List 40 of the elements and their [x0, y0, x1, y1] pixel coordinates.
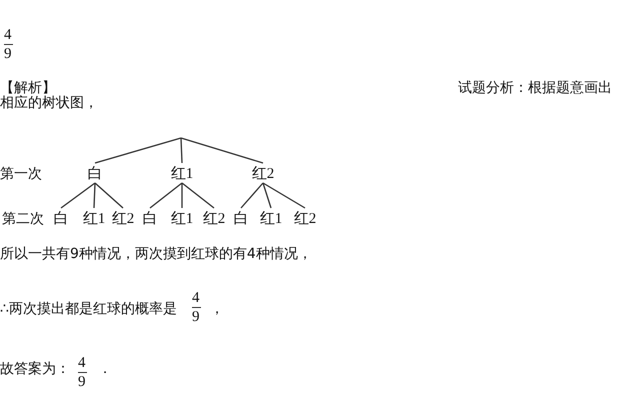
numerator: 4	[78, 355, 86, 371]
row-label: 第一次	[0, 166, 42, 182]
numerator: 4	[192, 290, 200, 306]
tree-branch	[180, 137, 264, 164]
tree-branch	[150, 182, 182, 209]
tree-node-label: 红2	[252, 166, 274, 182]
tree-node-label: 白	[142, 211, 158, 227]
tree-branch	[262, 182, 272, 208]
tree-branch	[181, 183, 183, 208]
tree-branch	[60, 182, 96, 209]
tree-branch	[93, 182, 96, 208]
text-line: ∴两次摸出都是红球的概率是	[0, 301, 177, 317]
tree-branch	[94, 137, 182, 164]
section-heading: 【解析】	[0, 80, 56, 96]
tree-node-label: 红2	[294, 211, 316, 227]
text-line: 试题分析：根据题意画出	[458, 80, 612, 96]
numerator: 4	[4, 27, 12, 43]
denominator: 9	[78, 374, 86, 390]
tree-node-label: 红2	[112, 211, 134, 227]
tree-node-label: 红1	[260, 211, 282, 227]
tree-node-label: 红1	[82, 211, 106, 227]
tree-node-label: 红2	[202, 211, 226, 227]
denominator: 9	[4, 46, 12, 62]
tree-branch	[240, 182, 264, 208]
tree-node-label: 红1	[170, 166, 194, 182]
tree-node-label: 白	[54, 211, 68, 227]
tree-node-label: 白	[234, 211, 248, 227]
text-line: 所以一共有9种情况，两次摸到红球的有4种情况，	[0, 246, 312, 262]
tree-branch	[262, 182, 306, 209]
punctuation: ，	[210, 301, 224, 317]
tree-branch	[180, 138, 183, 164]
text-line: 故答案为：	[0, 361, 70, 377]
tree-node-label: 白	[88, 166, 102, 182]
tree-branch	[94, 182, 124, 208]
text-line: 相应的树状图，	[0, 95, 98, 111]
denominator: 9	[192, 309, 200, 325]
tree-node-label: 红1	[170, 211, 194, 227]
punctuation: ．	[98, 361, 112, 377]
row-label: 第二次	[2, 211, 44, 227]
tree-branch	[182, 182, 214, 209]
